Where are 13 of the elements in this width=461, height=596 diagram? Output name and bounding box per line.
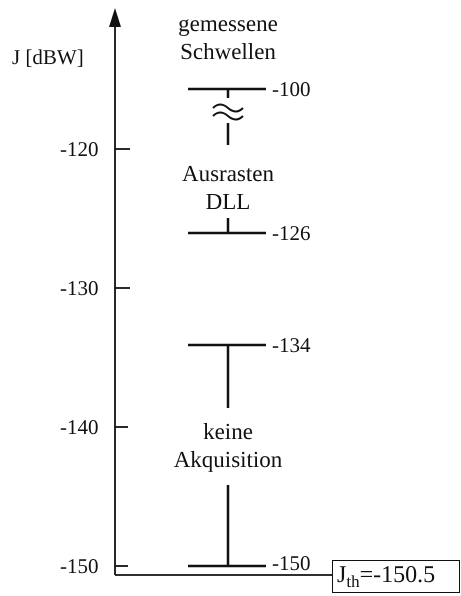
- tick-label: -150: [60, 554, 98, 578]
- value-label: -100: [272, 77, 310, 101]
- value-label: -134: [272, 333, 310, 357]
- axis-title: J [dBW]: [12, 45, 84, 69]
- tick-label: -140: [60, 415, 98, 439]
- tick-label: -120: [60, 137, 98, 161]
- range-label: keine Akquisition: [172, 418, 284, 474]
- value-label: -126: [272, 221, 310, 245]
- tick-label: -130: [60, 276, 98, 300]
- threshold-heading: gemessene Schwellen: [177, 10, 279, 66]
- value-box: J$_{th}$=-150.5: [332, 560, 460, 593]
- range-label: Ausrasten DLL: [181, 160, 275, 216]
- value-label: -150: [272, 551, 310, 575]
